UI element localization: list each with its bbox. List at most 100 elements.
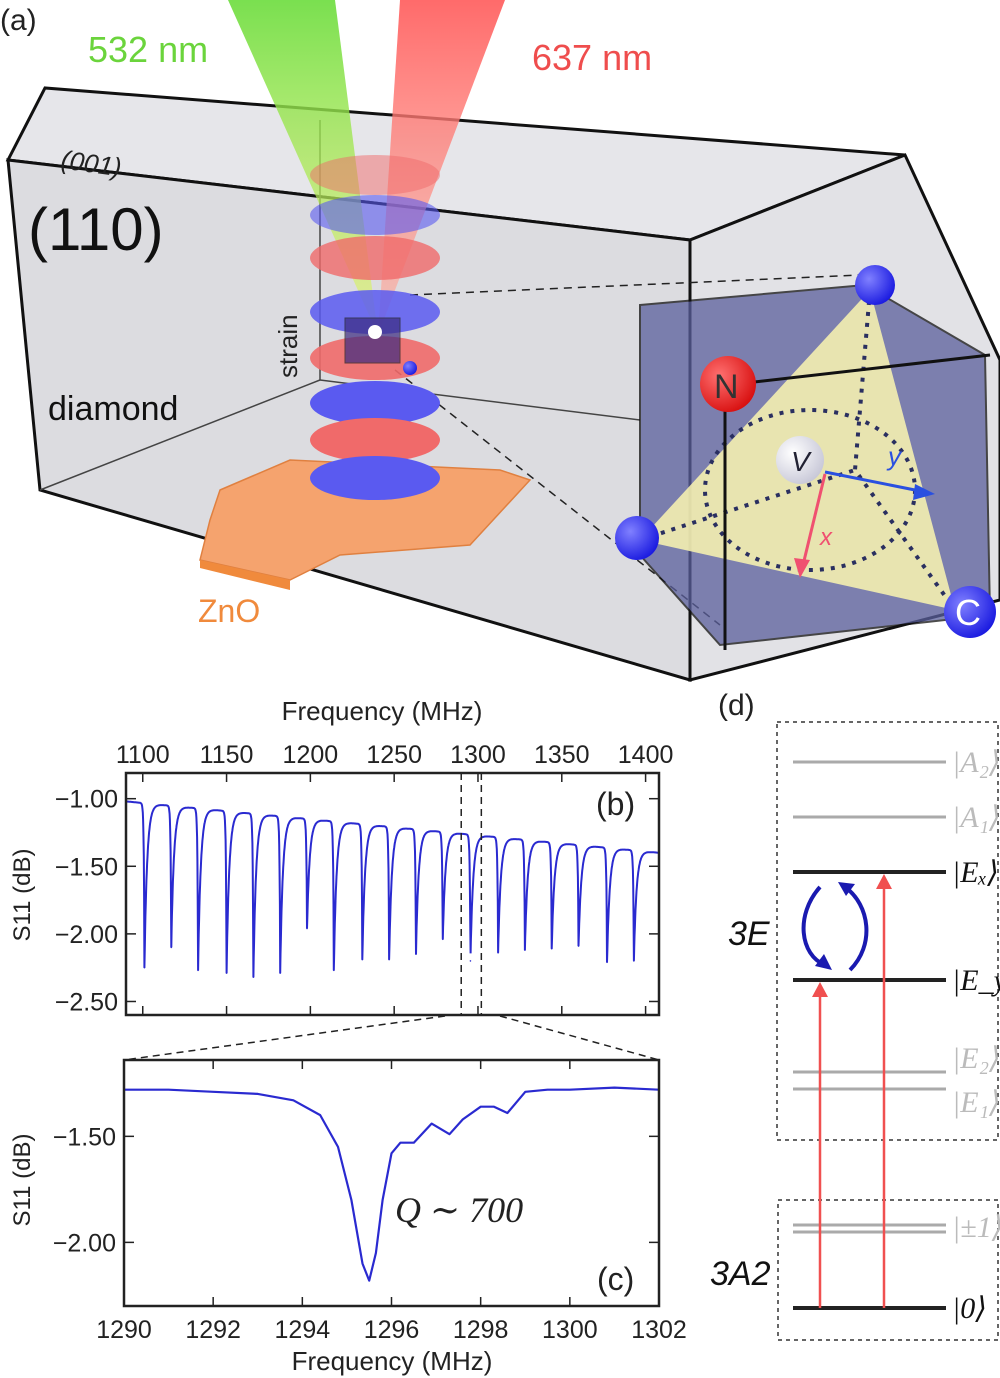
nv-focus — [368, 325, 382, 339]
blue-arrowhead — [838, 882, 855, 896]
data-point — [350, 1199, 352, 1201]
y-axis-label: y — [886, 441, 903, 471]
resonance-dip — [388, 958, 390, 961]
data-point — [546, 1089, 549, 1091]
energy-level-label: |Eₓ⟩ — [952, 856, 999, 889]
c-xlabel: Frequency (MHz) — [292, 1346, 493, 1376]
resonance-dip — [577, 945, 580, 947]
panel-a-label: (a) — [0, 4, 37, 37]
x-tick-label: 1292 — [185, 1316, 241, 1344]
s11-trace-c — [124, 1086, 660, 1282]
y-tick-label: −1.00 — [55, 786, 118, 814]
data-point — [569, 1089, 571, 1091]
strain-disk — [310, 155, 440, 195]
red-arrowhead — [876, 874, 892, 889]
zno-edge — [200, 560, 290, 590]
y-tick-label: −2.50 — [55, 988, 118, 1016]
strain-label: strain — [273, 314, 303, 378]
resonance-dip — [333, 969, 335, 972]
data-point — [524, 1091, 526, 1093]
vacancy-label: V — [791, 446, 812, 477]
carbon-atom — [615, 516, 659, 560]
strain-disk — [310, 290, 440, 334]
energy-level-label: |E₁⟩ — [952, 1086, 1000, 1119]
vacancy — [776, 436, 824, 484]
resonance-dip — [524, 949, 526, 951]
inset-cube-edge — [727, 353, 991, 387]
data-point — [368, 1279, 370, 1282]
nitrogen-atom — [700, 356, 756, 412]
zoom-guide-line — [409, 274, 861, 296]
resonance-dip — [606, 961, 608, 964]
zoom-connector-left — [123, 1015, 446, 1061]
y-tick-label: −2.00 — [53, 1229, 116, 1257]
panel-d-label: (d) — [718, 689, 755, 722]
c-panel-label: (c) — [597, 1261, 634, 1297]
resonance-dip — [469, 960, 472, 962]
resonance-dip — [361, 958, 364, 961]
energy-level-label: |A₁⟩ — [952, 801, 1000, 834]
ground-manifold-label: 3A2 — [710, 1255, 771, 1293]
red-beam-label: 637 nm — [532, 37, 652, 78]
tetrahedron-dotted-edges — [639, 468, 856, 542]
excited-state-box — [776, 721, 999, 1141]
data-point — [167, 1089, 170, 1091]
data-point — [390, 1152, 393, 1154]
data-point — [337, 1146, 339, 1148]
resonance-dip — [306, 927, 308, 930]
x-tick-label: 1302 — [631, 1316, 687, 1344]
y-tick-label: −1.50 — [55, 853, 118, 881]
b-xlabel: Frequency (MHz) — [282, 696, 483, 726]
green-beam-label: 532 nm — [88, 29, 208, 70]
strain-disk — [310, 456, 440, 500]
back-edge — [39, 379, 321, 491]
data-point — [480, 1106, 482, 1108]
b-frame — [124, 771, 661, 1017]
ground-state-box — [777, 1199, 999, 1341]
carbon-atom-c — [944, 586, 996, 638]
y-arrowhead — [913, 484, 935, 500]
resonance-dip — [415, 953, 417, 955]
y-tick-label: −1.50 — [53, 1123, 116, 1151]
red-arrowhead — [812, 982, 828, 997]
c-frame — [122, 1058, 661, 1308]
resonance-dip — [252, 976, 255, 978]
data-point — [257, 1093, 259, 1095]
x-tick-label: 1296 — [364, 1316, 420, 1344]
y-tick-label: −2.00 — [55, 921, 118, 949]
zoom-connector-right — [499, 1015, 660, 1061]
data-point — [319, 1114, 321, 1116]
data-point — [292, 1099, 295, 1101]
panel-d: (d) 3E 3A2 |A₂⟩|A₁⟩|Eₓ⟩|E_y⟩|E₂⟩|E₁⟩|±1⟩… — [710, 689, 1000, 1341]
data-point — [431, 1123, 433, 1125]
resonance-dip — [279, 972, 282, 974]
x-arrowhead — [794, 558, 810, 578]
resonance-dip — [225, 972, 228, 974]
strain-coupling-arrow-up — [843, 885, 869, 972]
strain-coupling-arrow-down — [801, 885, 826, 967]
c-ylabel: S11 (dB) — [9, 1134, 36, 1227]
energy-level-label: |±1⟩ — [952, 1211, 1000, 1244]
resonance-dip — [441, 938, 444, 941]
panel-a: (a) 532 nm 637 nm (001) (110) strain dia… — [0, 0, 1000, 683]
strain-disk — [310, 195, 440, 235]
resonance-dip — [197, 969, 199, 972]
energy-level-label: |0⟩ — [952, 1292, 987, 1325]
data-point — [212, 1091, 214, 1093]
excited-manifold-label: 3E — [728, 915, 770, 953]
data-point — [613, 1086, 616, 1089]
zno-label: ZnO — [198, 593, 260, 629]
carbon-atom — [855, 265, 895, 305]
strain-disk — [310, 418, 440, 462]
s11-trace-b — [126, 800, 659, 978]
x-tick-label: 1400 — [618, 741, 674, 769]
data-point — [448, 1133, 451, 1135]
data-point — [506, 1112, 509, 1114]
x-tick-label: 1298 — [453, 1316, 509, 1344]
face-110-label: (110) — [28, 196, 164, 263]
data-point — [399, 1142, 402, 1144]
resonance-dip — [633, 960, 635, 962]
carbon-label: C — [955, 592, 981, 633]
b-panel-label: (b) — [596, 786, 635, 822]
